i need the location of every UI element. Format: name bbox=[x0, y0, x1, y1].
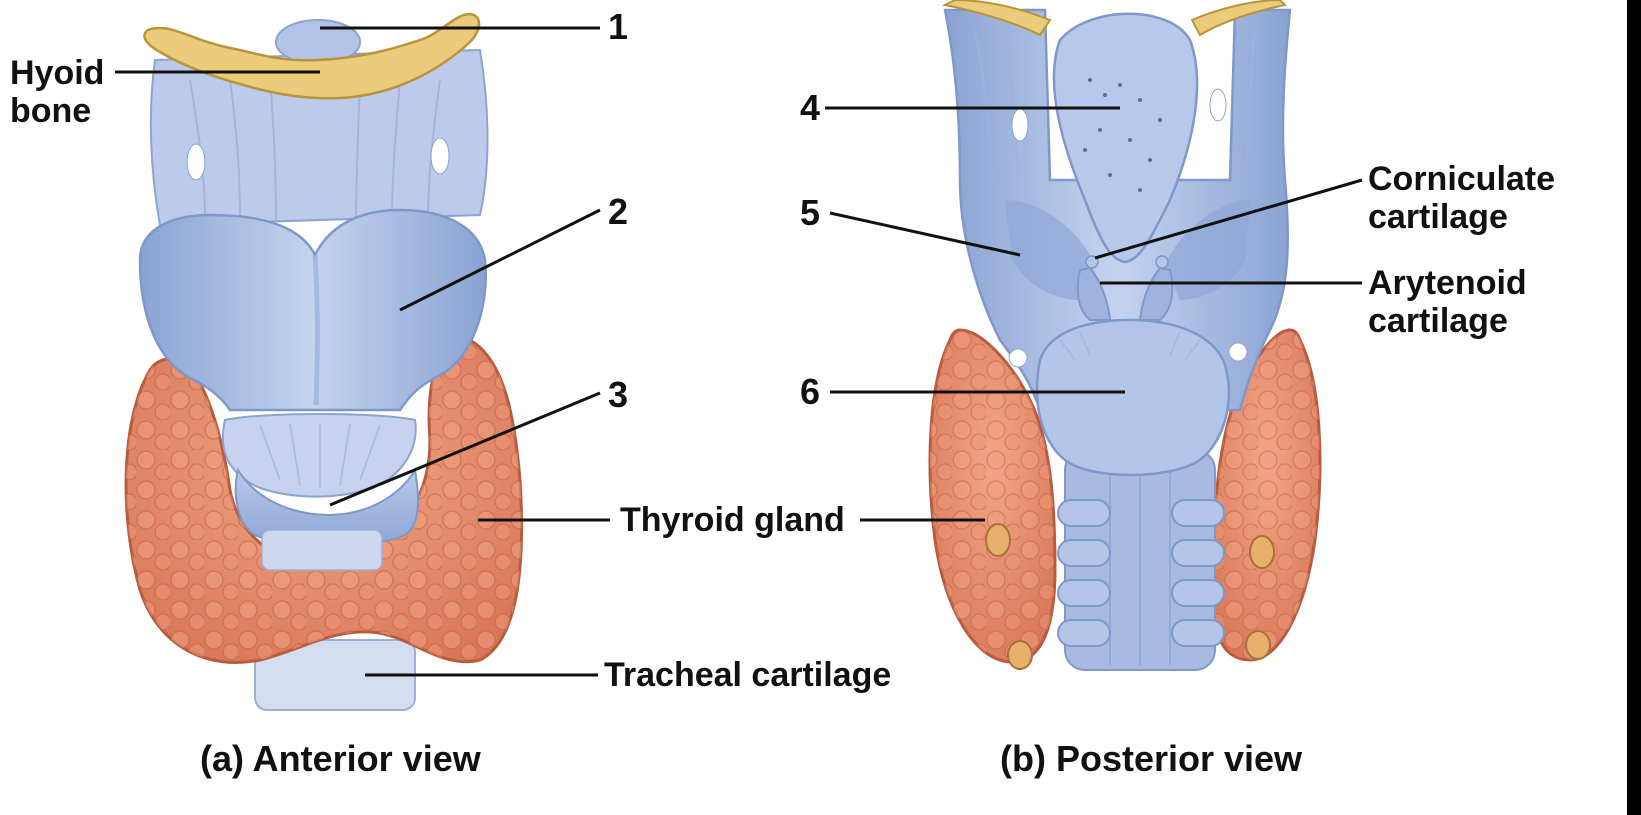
right-border bbox=[1627, 0, 1641, 815]
label-corniculate-line1: Corniculate bbox=[1368, 160, 1555, 198]
label-2: 2 bbox=[608, 193, 628, 231]
label-5: 5 bbox=[800, 194, 820, 232]
label-hyoid-line1: Hyoid bbox=[10, 54, 104, 92]
label-corniculate-line2: cartilage bbox=[1368, 198, 1555, 236]
caption-anterior-view: (a) Anterior view bbox=[200, 740, 481, 778]
label-arytenoid-line1: Arytenoid bbox=[1368, 264, 1527, 302]
caption-posterior-view: (b) Posterior view bbox=[1000, 740, 1302, 778]
label-tracheal-cartilage: Tracheal cartilage bbox=[604, 656, 891, 694]
label-arytenoid-line2: cartilage bbox=[1368, 302, 1527, 340]
label-6: 6 bbox=[800, 373, 820, 411]
label-arytenoid-cartilage: Arytenoid cartilage bbox=[1368, 264, 1527, 340]
label-thyroid-gland: Thyroid gland bbox=[620, 501, 845, 539]
label-4: 4 bbox=[800, 89, 820, 127]
label-1: 1 bbox=[608, 8, 628, 46]
label-hyoid-bone: Hyoid bone bbox=[10, 54, 104, 130]
label-3: 3 bbox=[608, 376, 628, 414]
anterior-illustration bbox=[126, 14, 522, 710]
label-hyoid-line2: bone bbox=[10, 92, 104, 130]
posterior-cricoid-cartilage bbox=[1037, 320, 1229, 475]
posterior-illustration bbox=[930, 0, 1320, 670]
label-corniculate-cartilage: Corniculate cartilage bbox=[1368, 160, 1555, 236]
